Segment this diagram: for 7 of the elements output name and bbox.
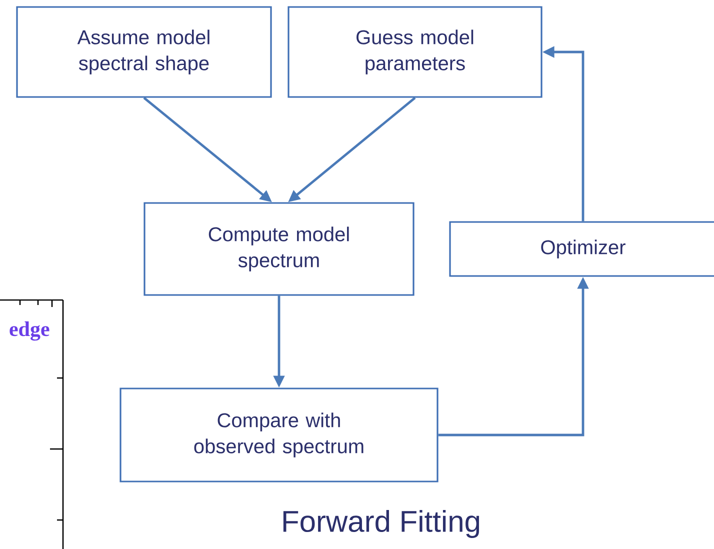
process-box: Compute model spectrum bbox=[144, 202, 414, 296]
process-box: Assume model spectral shape bbox=[16, 6, 272, 98]
process-box: Optimizer bbox=[449, 221, 714, 277]
process-box: Compare with observed spectrum bbox=[120, 388, 438, 482]
process-box: Guess model parameters bbox=[288, 6, 542, 98]
axis-label: edge bbox=[10, 321, 50, 341]
diagram-title: Forward Fitting bbox=[283, 510, 480, 538]
